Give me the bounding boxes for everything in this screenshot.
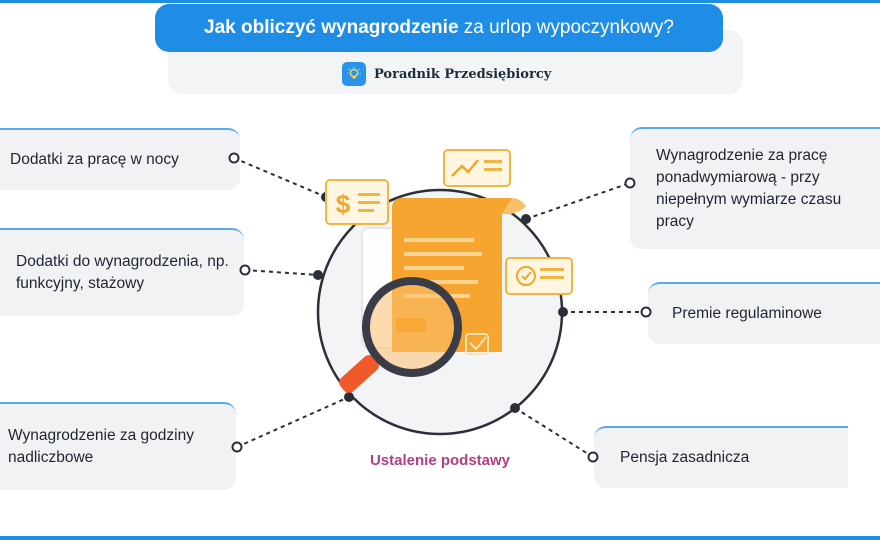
card-label: Dodatki do wynagrodzenia, np. funkcyjny,… <box>16 253 229 292</box>
connector-salary-additions <box>244 269 319 276</box>
brand-logo: Poradnik Przedsiębiorcy <box>342 62 551 86</box>
connector-base-salary <box>514 407 594 458</box>
title-rest: za urlop wypoczynkowy? <box>463 17 674 38</box>
title-bold: Jak obliczyć wynagrodzenie <box>204 17 459 38</box>
card-label: Premie regulaminowe <box>672 305 822 322</box>
lightbulb-icon <box>342 62 366 86</box>
bottom-accent-bar <box>0 536 880 540</box>
brand-name: Poradnik Przedsiębiorcy <box>374 66 552 82</box>
card-night-allowance: Dodatki za pracę w nocy <box>0 128 240 190</box>
card-salary-additions: Dodatki do wynagrodzenia, np. funkcyjny,… <box>0 228 244 316</box>
card-bonuses: Premie regulaminowe <box>648 282 880 344</box>
svg-text:$: $ <box>336 189 351 219</box>
connector-over-norm-pay <box>525 182 631 220</box>
node-base-salary <box>587 451 599 463</box>
magnifier-icon <box>339 277 462 393</box>
trend-card-icon <box>443 149 511 187</box>
card-overtime-pay: Wynagrodzenie za godziny nadliczbowe <box>0 402 236 490</box>
center-caption: Ustalenie podstawy <box>369 452 511 469</box>
clock-card-icon <box>505 257 573 295</box>
node-overtime-pay <box>231 441 243 453</box>
node-bonuses <box>640 306 652 318</box>
node-night-allowance <box>228 152 240 164</box>
connector-overtime-pay <box>236 396 350 448</box>
card-label: Pensja zasadnicza <box>620 449 750 466</box>
node-salary-additions <box>239 264 251 276</box>
page-title: Jak obliczyć wynagrodzenie za urlop wypo… <box>155 4 723 52</box>
card-base-salary: Pensja zasadnicza <box>594 426 848 488</box>
top-accent-bar <box>0 0 880 3</box>
card-label: Wynagrodzenie za godziny nadliczbowe <box>8 427 194 466</box>
card-label: Dodatki za pracę w nocy <box>10 151 179 168</box>
card-label: Wynagrodzenie za pracę ponadwymiarową - … <box>656 147 842 230</box>
node-over-norm-pay <box>624 177 636 189</box>
connector-night-allowance <box>233 157 327 198</box>
card-over-norm-pay: Wynagrodzenie za pracę ponadwymiarową - … <box>630 127 880 249</box>
dollar-card-icon: $ <box>325 179 389 225</box>
